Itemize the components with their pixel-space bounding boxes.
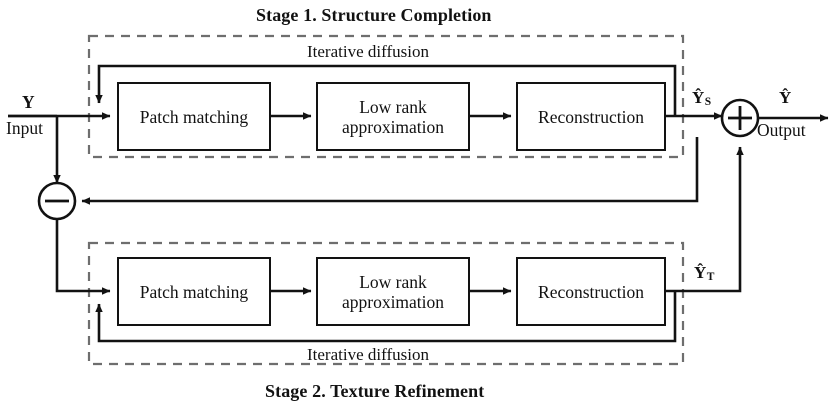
stage2-block-low-rank-label-line2: approximation: [341, 291, 445, 312]
output-caption-label: Output: [757, 120, 806, 140]
stage1-block-patch-matching[interactable]: Patch matching: [117, 82, 271, 151]
input-signal-label: Y: [22, 92, 35, 112]
stage2-iterative-diffusion-loop: [95, 291, 677, 343]
stage1-iterative-diffusion-label: Iterative diffusion: [307, 42, 429, 61]
stage2-block-patch-matching[interactable]: Patch matching: [117, 257, 271, 326]
stage1-block-low-rank-label-line1: Low rank: [359, 96, 427, 117]
stage1-block-reconstruction-label: Reconstruction: [538, 106, 644, 127]
stage1-block-low-rank-label-line2: approximation: [341, 116, 445, 137]
stage2-block-reconstruction[interactable]: Reconstruction: [516, 257, 666, 326]
stage2-block-low-rank-label-line1: Low rank: [359, 271, 427, 292]
yhat-t-symbol: Ŷ: [694, 263, 707, 282]
stage2-block-low-rank-approximation[interactable]: Low rank approximation: [316, 257, 470, 326]
stage1-title: Stage 1. Structure Completion: [256, 5, 492, 25]
stage2-block-reconstruction-label: Reconstruction: [538, 281, 644, 302]
yhat-t-signal-label: ŶT: [694, 263, 714, 283]
stage1-dashed-container: [87, 34, 685, 159]
stage2-block-patch-matching-label: Patch matching: [139, 281, 249, 302]
residual-to-stage2-line: [55, 219, 111, 295]
stage2-title: Stage 2. Texture Refinement: [265, 381, 485, 401]
yhat-s-symbol: Ŷ: [692, 88, 705, 107]
stage2-iterative-diffusion-label: Iterative diffusion: [307, 345, 429, 364]
stage1-block-low-rank-approximation[interactable]: Low rank approximation: [316, 82, 470, 151]
stage1-iterative-diffusion-loop: [95, 64, 677, 116]
stage2-dashed-container: [87, 241, 685, 366]
yhat-s-subscript: S: [704, 96, 712, 108]
stage2-output-to-adder: [666, 146, 744, 293]
yhat-s-feedback-line: [81, 137, 699, 205]
stage1-block-patch-matching-label: Patch matching: [139, 106, 249, 127]
yhat-s-signal-label: ŶS: [692, 88, 711, 108]
yhat-t-subscript: T: [706, 271, 715, 283]
stage1-block-reconstruction[interactable]: Reconstruction: [516, 82, 666, 151]
input-caption-label: Input: [6, 118, 43, 138]
output-signal-label: Ŷ: [779, 88, 792, 107]
